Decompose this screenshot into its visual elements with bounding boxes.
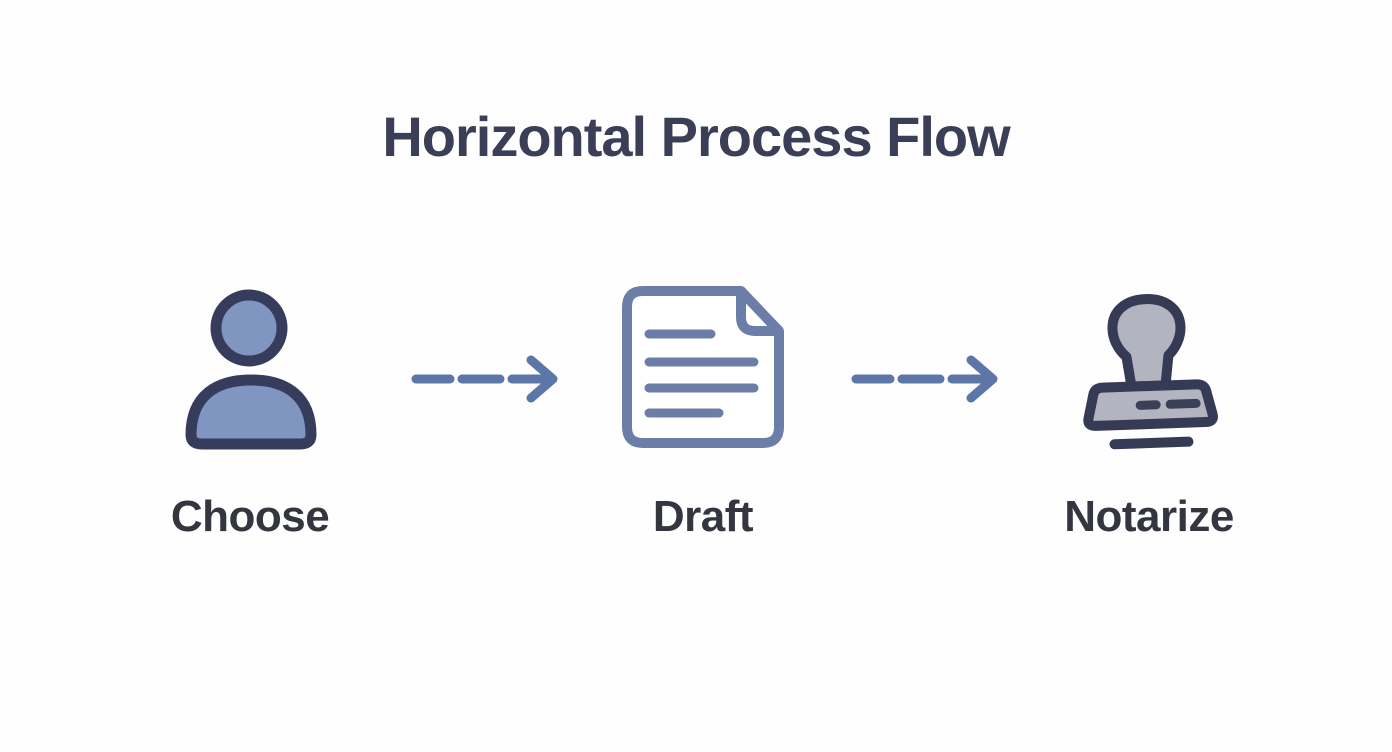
step-label: Draft	[652, 492, 754, 541]
document-icon	[622, 286, 784, 448]
user-icon	[185, 289, 317, 450]
step-icon-box	[180, 276, 320, 452]
dashed-arrow-icon	[851, 355, 998, 403]
step-label: Notarize	[1064, 492, 1234, 541]
step-icon-box	[1079, 276, 1219, 452]
stamp-icon	[1083, 294, 1218, 450]
process-step-choose: Choose	[120, 276, 380, 542]
step-icon-box	[619, 276, 787, 452]
page-title: Horizontal Process Flow	[382, 105, 1010, 168]
dashed-arrow-icon	[411, 355, 558, 403]
process-step-draft: Draft	[573, 276, 833, 542]
process-step-notarize: Notarize	[1019, 276, 1279, 542]
step-label: Choose	[170, 492, 330, 541]
